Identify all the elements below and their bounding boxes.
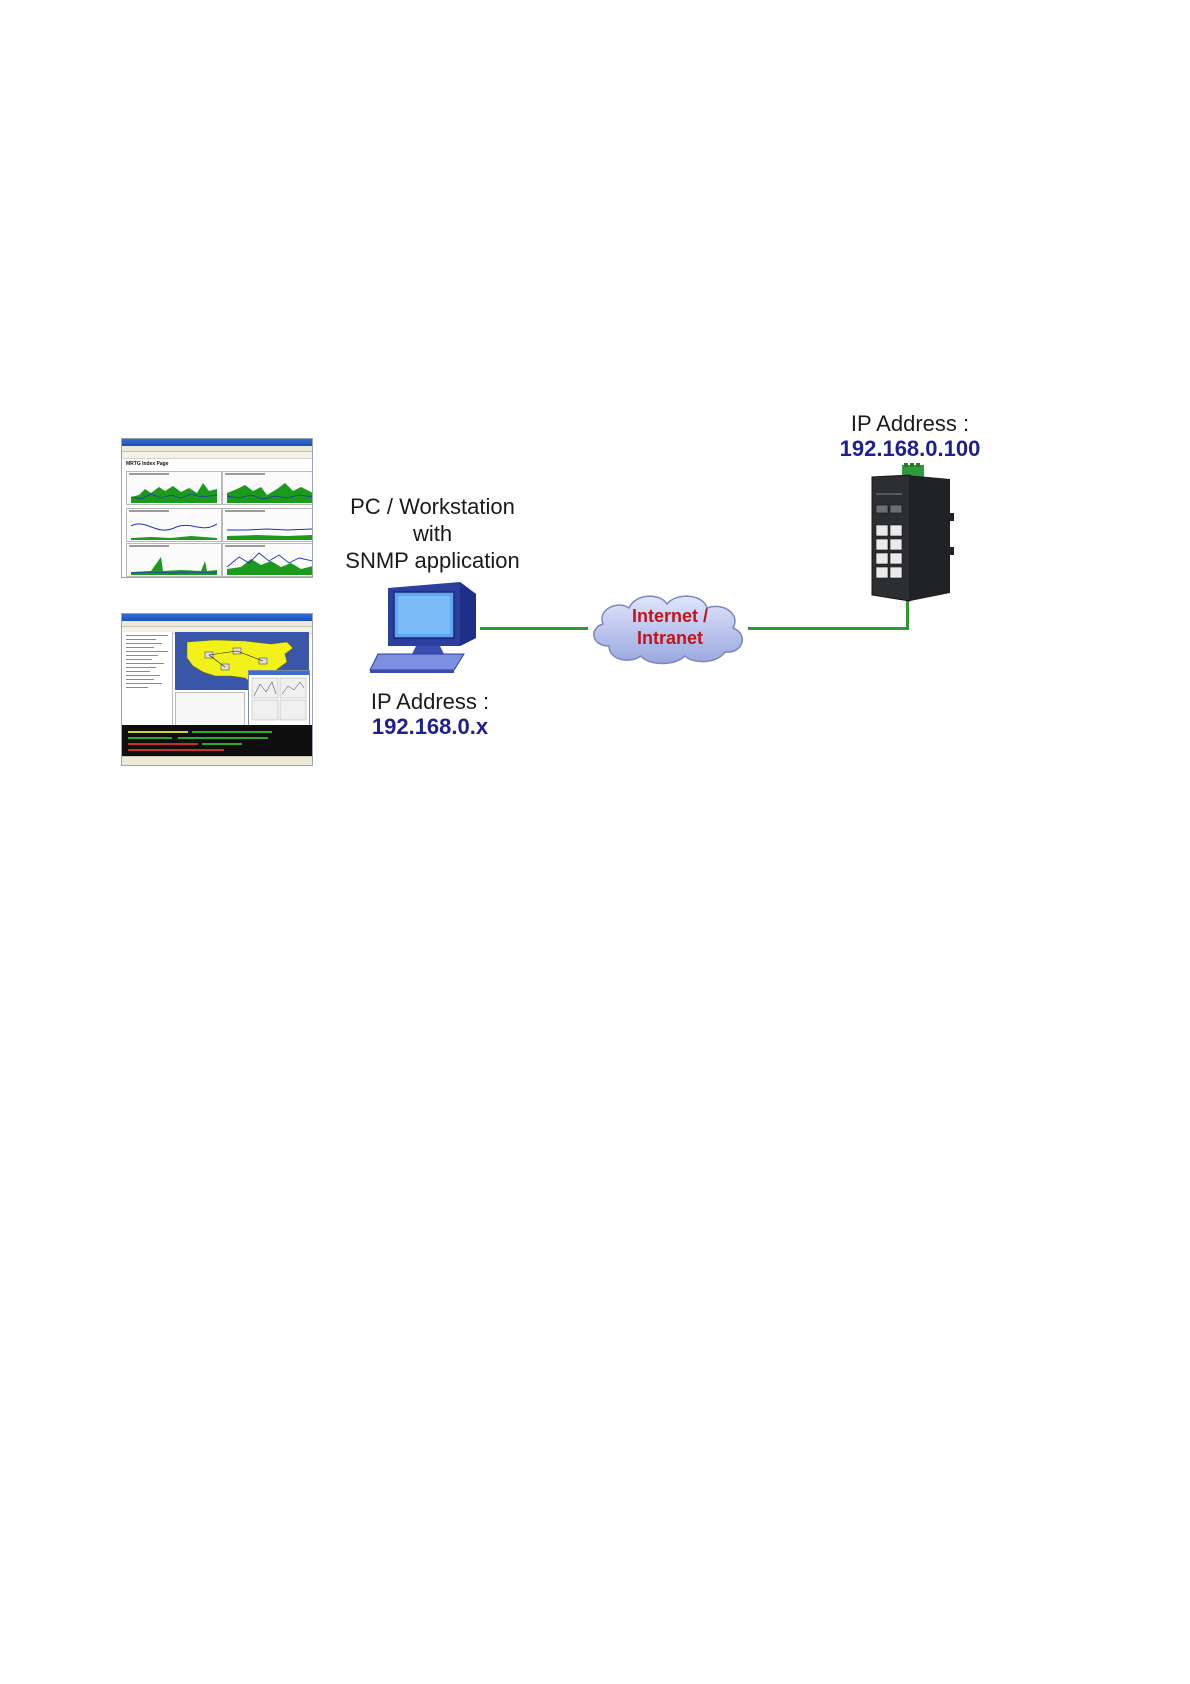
chart-popup-window <box>248 670 310 726</box>
pc-title-line: with <box>330 520 535 547</box>
mrtg-graph <box>222 508 313 542</box>
switch-ip-label: IP Address : <box>830 410 990 437</box>
mrtg-graph <box>222 471 313 505</box>
link-cloud-to-switch <box>748 627 908 630</box>
cloud-label: Internet / Intranet <box>612 605 728 649</box>
industrial-switch-icon <box>866 463 958 603</box>
mrtg-page-title: MRTG Index Page <box>122 459 312 469</box>
cloud-label-line: Intranet <box>612 627 728 649</box>
mrtg-screenshot: MRTG Index Page <box>121 438 313 578</box>
pc-ip-value: 192.168.0.x <box>345 713 515 740</box>
mrtg-graph <box>126 543 222 577</box>
pc-title: PC / Workstation with SNMP application <box>330 493 535 574</box>
mrtg-graph <box>126 471 222 505</box>
pc-title-line: PC / Workstation <box>330 493 535 520</box>
event-console <box>122 725 312 757</box>
pc-ip-label: IP Address : <box>345 688 515 715</box>
pc-workstation-icon <box>368 580 486 674</box>
nms-map-screenshot <box>121 613 313 766</box>
switch-ip-value: 192.168.0.100 <box>830 435 990 462</box>
window-titlebar <box>122 614 312 621</box>
cloud-label-line: Internet / <box>612 605 728 627</box>
window-statusbar <box>122 756 312 765</box>
pc-title-line: SNMP application <box>330 547 535 574</box>
window-toolbar <box>122 452 312 459</box>
mrtg-graph <box>126 508 222 542</box>
window-titlebar <box>122 439 312 446</box>
mrtg-graph <box>222 543 313 577</box>
link-pc-to-cloud <box>480 627 588 630</box>
